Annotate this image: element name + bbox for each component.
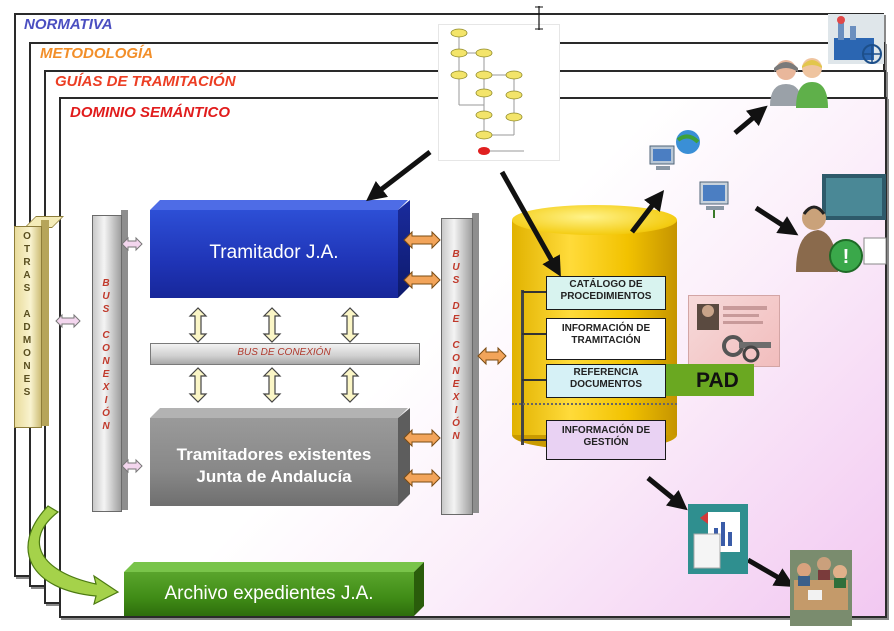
tramitador-box: [150, 210, 398, 298]
otras-admones-side: [41, 220, 49, 426]
database-connector: [521, 290, 524, 445]
bus-left-letter: Ó: [102, 408, 110, 419]
catalogo-procedimientos: CATÁLOGO DE PROCEDIMIENTOS: [546, 276, 666, 310]
bus-left-letter: O: [102, 343, 110, 354]
otras-letter: O: [23, 231, 31, 242]
arrow-computers-to-people: [733, 105, 768, 135]
catalogo-line1: CATÁLOGO DE: [569, 279, 643, 290]
arrow-db-to-computers: [630, 190, 665, 234]
bus-right-letter: N: [452, 431, 460, 442]
info-tram-line1: INFORMACIÓN DE: [561, 323, 651, 334]
info-gestion-line1: INFORMACIÓN DE: [561, 425, 651, 436]
database-divider: [512, 403, 677, 405]
otras-letter: S: [23, 283, 31, 294]
bus-right-side: [472, 213, 479, 513]
otras-letter: D: [23, 322, 31, 333]
tramitador-side: [398, 200, 410, 298]
arrow-to-archivo: [27, 505, 120, 606]
bus-right-letter: Ó: [452, 418, 460, 429]
label-normativa: NORMATIVA: [24, 16, 113, 33]
arrow-db-to-report: [646, 476, 688, 511]
bus-left-letter: C: [102, 330, 110, 341]
catalogo-line2: PROCEDIMIENTOS: [560, 291, 652, 302]
bus-left-letter: S: [102, 304, 110, 315]
referencia-line2: DOCUMENTOS: [569, 379, 643, 390]
arrow-report-to-meeting: [746, 557, 795, 588]
svg-text:!: !: [843, 246, 850, 268]
arrow-flow-to-tramitador: [366, 150, 432, 202]
bus-right-letter: B: [452, 249, 460, 260]
existentes-line2: Junta de Andalucía: [196, 467, 352, 486]
factory-icon: [828, 14, 884, 69]
otras-letter: S: [23, 387, 31, 398]
informacion-gestion: INFORMACIÓN DE GESTIÓN: [546, 420, 666, 460]
label-dominio: DOMINIO SEMÁNTICO: [70, 104, 230, 121]
bus-conexion-left: [92, 215, 122, 512]
existentes-line1: Tramitadores existentes: [176, 445, 372, 464]
label-guias: GUÍAS DE TRAMITACIÓN: [55, 73, 236, 90]
bus-right-letter: U: [452, 262, 460, 273]
bus-left-letter: I: [104, 395, 108, 406]
otras-letter: T: [23, 244, 31, 255]
bus-right-letter: E: [452, 379, 460, 390]
bus-right-letter: I: [454, 405, 458, 416]
existentes-box: [150, 418, 398, 506]
arrow-flow-to-database: [499, 170, 561, 277]
archivo-side: [414, 562, 424, 616]
computers-icon: [646, 126, 712, 181]
referencia-line1: REFERENCIA: [573, 367, 639, 378]
bus-conexion-right: [441, 218, 473, 515]
bus-right-letter: X: [452, 392, 460, 403]
existentes-label: Tramitadores existentes Junta de Andaluc…: [150, 444, 398, 488]
bus-right-letter: D: [452, 301, 460, 312]
bus-left-letter: N: [102, 421, 110, 432]
bus-right-letter: C: [452, 340, 460, 351]
pad-label: PAD: [696, 369, 739, 392]
tramitador-label: Tramitador J.A.: [209, 242, 339, 263]
bus-left-letter: E: [102, 369, 110, 380]
report-icon: [688, 504, 748, 579]
arrow-to-call-center: [754, 205, 799, 236]
bus-left-letter: U: [102, 291, 110, 302]
info-gestion-line2: GESTIÓN: [583, 437, 629, 448]
bus-right-letter: E: [452, 314, 460, 325]
people-icon: [766, 56, 836, 117]
bus-right-letter: N: [452, 366, 460, 377]
bus-right-letter: S: [452, 275, 460, 286]
bus-left-letter: N: [102, 356, 110, 367]
bus-conexion-horizontal: [150, 343, 420, 365]
info-tram-line2: TRAMITACIÓN: [571, 335, 641, 346]
bus-left-letter: X: [102, 382, 110, 393]
otras-letter: M: [22, 335, 32, 346]
bus-right-letter: O: [452, 353, 460, 364]
otras-letter: E: [23, 374, 31, 385]
otras-letter: A: [23, 309, 31, 320]
call-center-icon: !: [794, 168, 892, 285]
otras-admones-column: [14, 226, 42, 428]
bus-horizontal-label: BUS DE CONEXIÓN: [237, 347, 331, 358]
otras-letter: R: [23, 257, 31, 268]
bus-left-side: [121, 210, 128, 510]
bus-left-letter: B: [102, 278, 110, 289]
flowchart-icon: [438, 24, 560, 161]
label-metodologia: METODOLOGÍA: [40, 45, 154, 62]
otras-letter: A: [23, 270, 31, 281]
archivo-box: [124, 572, 414, 616]
text-cursor-icon: [535, 6, 543, 35]
referencia-documentos: REFERENCIA DOCUMENTOS: [546, 364, 666, 398]
pad-bar: [666, 364, 754, 396]
network-pc-icon: [694, 180, 738, 225]
otras-letter: O: [23, 348, 31, 359]
archivo-label: Archivo expedientes J.A.: [164, 583, 374, 604]
otras-letter: N: [23, 361, 31, 372]
keys-icon: [688, 295, 780, 367]
informacion-tramitacion: INFORMACIÓN DE TRAMITACIÓN: [546, 318, 666, 360]
meeting-icon: [790, 550, 852, 631]
